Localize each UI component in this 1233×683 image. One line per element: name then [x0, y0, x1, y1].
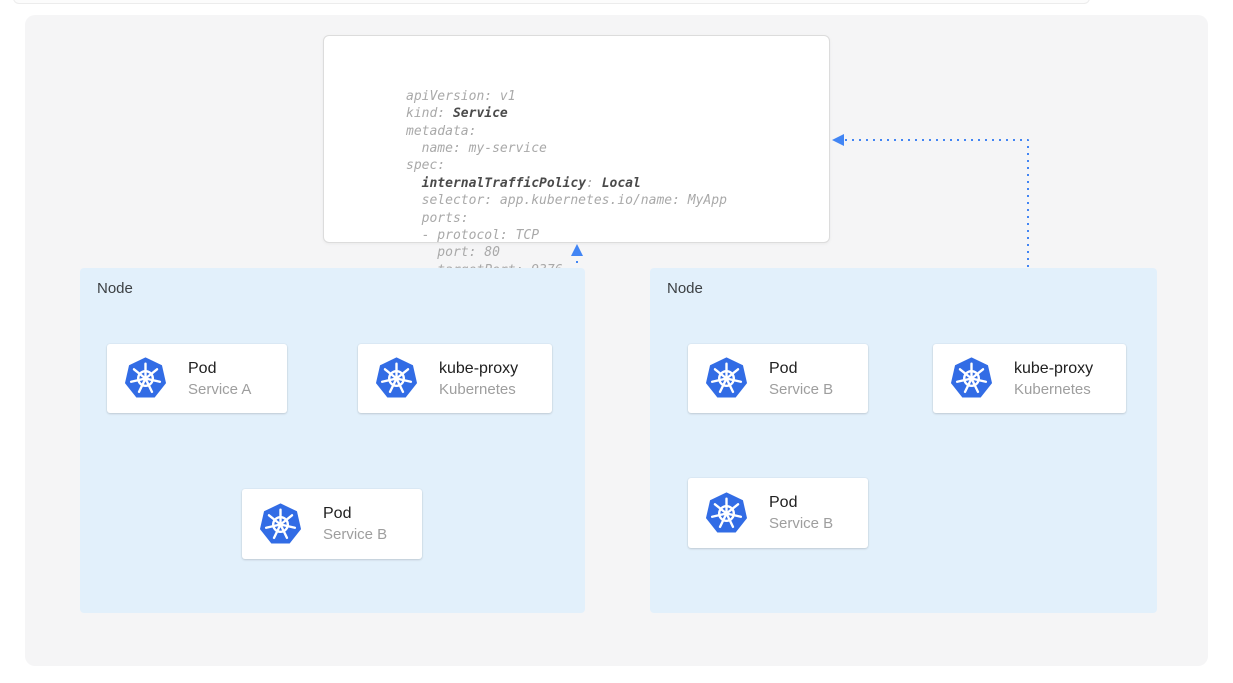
card-pod-service-b-right-bottom: Pod Service B: [688, 478, 868, 548]
card-pod-service-a: Pod Service A: [107, 344, 287, 413]
card-title: kube-proxy: [439, 359, 519, 377]
card-kube-proxy-right: kube-proxy Kubernetes: [933, 344, 1126, 413]
kubernetes-icon: [949, 356, 994, 399]
card-title: kube-proxy: [1014, 359, 1094, 377]
card-subtitle: Kubernetes: [1014, 380, 1091, 398]
card-pod-service-b-left: Pod Service B: [242, 489, 422, 559]
card-subtitle: Service B: [769, 515, 834, 532]
node-left: Node Pod Service A kube-proxy Kubernetes…: [80, 268, 585, 613]
window-top-edge: [13, 0, 1090, 4]
kubernetes-icon: [704, 356, 749, 399]
card-title: Pod: [769, 359, 798, 377]
card-title: Pod: [323, 505, 352, 522]
card-title: Pod: [769, 494, 798, 511]
card-pod-service-b-right-top: Pod Service B: [688, 344, 868, 413]
kubernetes-icon: [123, 356, 168, 399]
card-subtitle: Service B: [323, 526, 388, 543]
node-right-label: Node: [667, 280, 703, 297]
card-subtitle: Service A: [188, 380, 252, 398]
card-title: Pod: [188, 359, 217, 377]
kubernetes-icon: [374, 356, 419, 399]
kubernetes-icon: [258, 501, 303, 545]
card-kube-proxy-left: kube-proxy Kubernetes: [358, 344, 552, 413]
kubernetes-icon: [704, 490, 749, 534]
node-right: Node Pod Service B kube-proxy Kubernetes…: [650, 268, 1157, 613]
card-subtitle: Service B: [769, 380, 834, 398]
card-subtitle: Kubernetes: [439, 380, 516, 398]
node-left-label: Node: [97, 280, 133, 297]
